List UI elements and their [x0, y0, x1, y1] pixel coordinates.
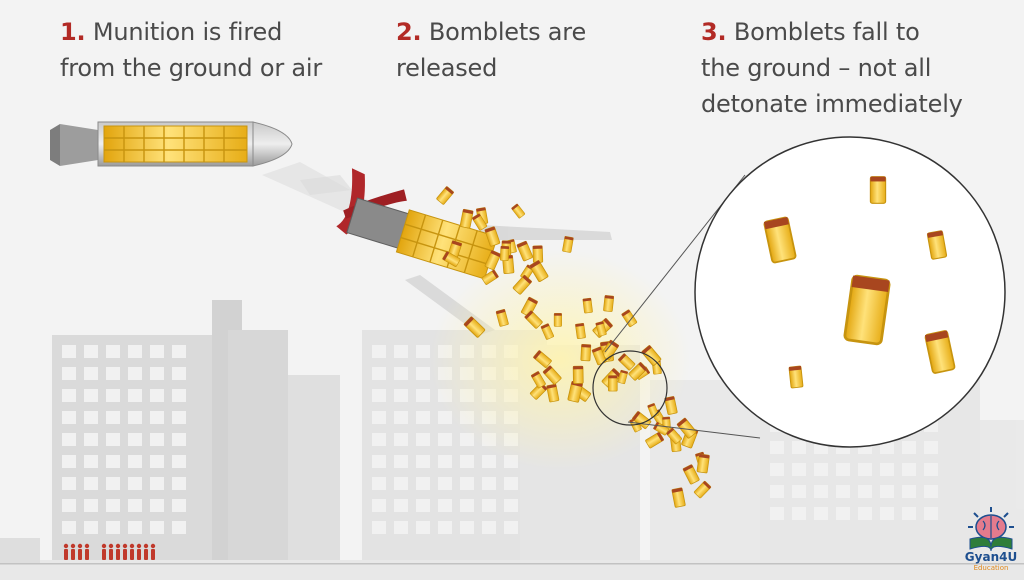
step-2-line1: Bomblets are: [428, 18, 587, 46]
bomblet-icon: [607, 374, 618, 392]
person-figure: [84, 543, 90, 560]
step-1-caption: 1. Munition is fired from the ground or …: [60, 14, 360, 86]
logo-tagline: Education: [973, 564, 1009, 572]
opened-munition-icon: [336, 168, 498, 280]
brain-book-icon: [968, 507, 1014, 552]
step-1-number: 1.: [60, 18, 86, 46]
bomblet-icon: [602, 294, 615, 313]
step-1-line2: from the ground or air: [60, 54, 323, 82]
step-1-line1: Munition is fired: [92, 18, 283, 46]
person-figure: [136, 543, 142, 560]
bomblet-icon: [696, 453, 711, 474]
logo-name: Gyan4U: [964, 550, 1018, 564]
munition-shell-icon: [50, 121, 293, 167]
bomblet-icon: [580, 343, 592, 362]
step-3-caption: 3. Bomblets fall to the ground – not all…: [701, 14, 1001, 122]
gyan4u-logo: Gyan4U Education: [962, 505, 1020, 577]
bomblet-icon: [574, 322, 587, 340]
person-figure: [150, 543, 156, 560]
civilians-figures: [63, 543, 156, 560]
bomblet-icon: [582, 297, 594, 314]
step-3-line3: detonate immediately: [701, 90, 963, 118]
step-3-number: 3.: [701, 18, 727, 46]
step-2-line2: released: [396, 54, 498, 82]
magnifier-small-circle: [592, 350, 668, 426]
step-3-line2: the ground – not all: [701, 54, 932, 82]
step-2-caption: 2. Bomblets are released: [396, 14, 626, 86]
bomblet-zoomed-icon: [869, 175, 887, 205]
bomblet-icon: [553, 312, 563, 327]
person-figure: [70, 543, 76, 560]
person-figure: [77, 543, 83, 560]
step-2-number: 2.: [396, 18, 422, 46]
bomblet-icon: [532, 245, 544, 264]
person-figure: [63, 543, 69, 560]
person-figure: [115, 543, 121, 560]
bomblet-zoomed-icon: [788, 365, 804, 389]
person-figure: [129, 543, 135, 560]
person-figure: [108, 543, 114, 560]
person-figure: [143, 543, 149, 560]
person-figure: [122, 543, 128, 560]
dispersal-glow: [430, 250, 690, 470]
step-3-line1: Bomblets fall to: [733, 18, 920, 46]
bomblet-icon: [499, 245, 510, 262]
bomblet-icon: [572, 365, 584, 385]
bomblet-zoomed-icon: [844, 276, 889, 345]
person-figure: [101, 543, 107, 560]
